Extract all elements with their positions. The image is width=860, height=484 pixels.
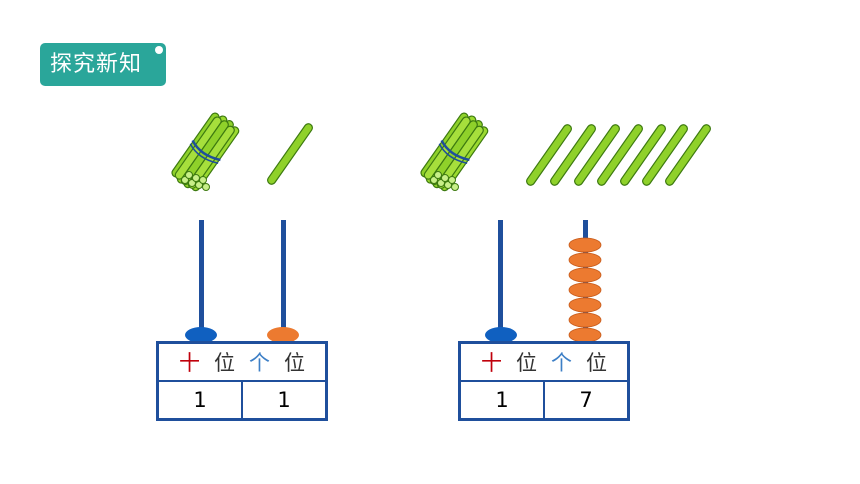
single-stick [265,121,315,187]
single-stick [595,122,645,188]
place-header-row: 十位个位 [156,341,328,382]
place-value-table-right: 十位个位 1 7 [458,341,630,421]
ones-bead [568,312,602,328]
tens-char: 十 [179,351,200,375]
badge-label: 探究新知 [50,52,143,77]
section-badge: 探究新知 [40,43,166,86]
value-row: 1 7 [458,380,630,421]
wei-char: 位 [586,351,607,375]
value-row: 1 1 [156,380,328,421]
tens-value: 1 [458,380,545,421]
ones-char: 个 [249,351,270,375]
badge-dot [155,46,163,54]
tens-bead [185,327,217,343]
ones-bead [568,297,602,313]
ones-bead [568,252,602,268]
ones-char: 个 [551,351,572,375]
tens-rod [199,220,204,342]
tens-char: 十 [481,351,502,375]
ten-stick-bundle [416,108,493,196]
place-header: 十位个位 [156,341,328,382]
single-stick [663,122,713,188]
ones-value: 7 [543,380,630,421]
single-stick [572,122,622,188]
ones-bead [267,327,299,343]
ones-bead [568,237,602,253]
single-stick [524,122,574,188]
wei-char: 位 [516,351,537,375]
ones-bead [568,282,602,298]
ten-stick-bundle [167,108,244,196]
ones-value: 1 [241,380,328,421]
tens-rod [498,220,503,342]
ones-bead [568,327,602,343]
place-value-table-left: 十位个位 1 1 [156,341,328,421]
wei-char: 位 [214,351,235,375]
place-header: 十位个位 [458,341,630,382]
tens-value: 1 [156,380,243,421]
tens-bead [485,327,517,343]
single-stick [548,122,598,188]
wei-char: 位 [284,351,305,375]
place-header-row: 十位个位 [458,341,630,382]
ones-bead [568,267,602,283]
ones-rod [281,220,286,342]
